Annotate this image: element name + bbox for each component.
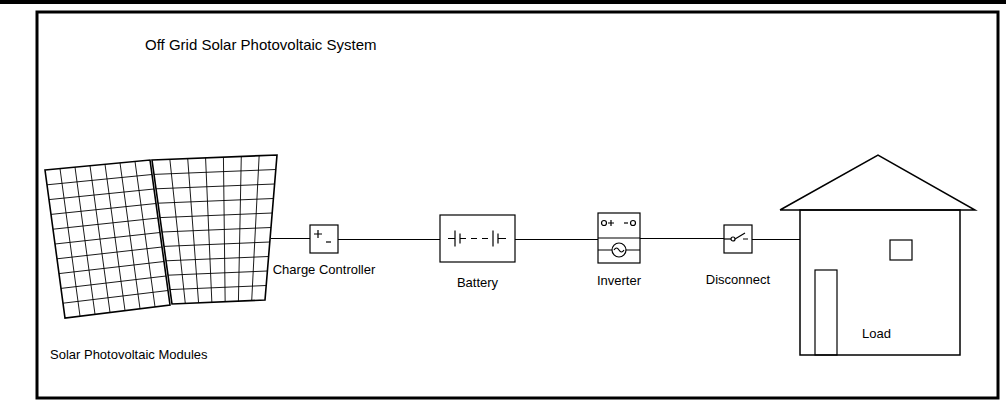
pv-grid-line [158, 199, 273, 204]
plus-sign [314, 230, 322, 238]
wire [271, 238, 310, 239]
pv-grid-line [51, 204, 156, 215]
inverter-divider [598, 237, 640, 238]
switch-lead [724, 238, 731, 239]
switch-blade [735, 233, 748, 239]
pv-grid-line [170, 286, 266, 290]
node-label: Inverter [597, 273, 641, 289]
pv-grid-line [164, 242, 270, 246]
house-body [800, 210, 960, 355]
node-label: Charge Controller [273, 262, 376, 278]
pv-grid-line [160, 213, 272, 218]
house-roof [780, 155, 975, 210]
pv-grid-line [49, 189, 154, 200]
battery-box [440, 215, 515, 262]
house-window [890, 240, 912, 260]
node-label: Battery [457, 275, 498, 291]
pv-grid-line [61, 276, 166, 288]
symbol-art [598, 213, 640, 263]
pv-grid-line [162, 228, 271, 233]
pv-grid-line [57, 247, 162, 259]
pv-grid-line [63, 291, 168, 304]
plus-sign [608, 220, 614, 226]
disconnect: Disconnect [724, 225, 752, 253]
outer-frame [37, 12, 998, 398]
minus-sign [624, 222, 628, 223]
node-label: Solar Photovoltaic Modules [50, 347, 208, 363]
house-load: Load [800, 210, 960, 355]
ac-wave [614, 248, 624, 252]
pv-panel [152, 155, 277, 304]
node-label: Load [862, 326, 891, 342]
dc-terminal [631, 221, 636, 226]
symbol-art [440, 215, 515, 262]
node-label: Disconnect [706, 272, 770, 288]
pv-modules: Solar Photovoltaic Modules [45, 155, 271, 320]
charge-controller: Charge Controller [310, 225, 338, 253]
wire [640, 238, 724, 239]
ac-leads [598, 249, 640, 250]
pv-grid-line [47, 175, 152, 185]
house-door [815, 270, 837, 355]
inverter-box [598, 213, 640, 263]
battery-cell-symbol [448, 231, 506, 247]
inverter: Inverter [598, 213, 640, 263]
pv-grid-line [156, 184, 275, 189]
pv-panel [45, 160, 170, 318]
minus-sign [326, 241, 331, 242]
ac-circle [612, 243, 626, 257]
symbol-art [724, 225, 752, 253]
pv-grid-line [168, 271, 267, 275]
wire [338, 239, 440, 240]
disconnect-box [724, 225, 752, 253]
pv-grid-line [55, 233, 160, 245]
pv-grid-line [166, 257, 269, 261]
symbol-art [310, 225, 338, 253]
diagram-title: Off Grid Solar Photovoltaic System [145, 36, 376, 53]
battery: Battery [440, 215, 515, 262]
wire [515, 239, 598, 240]
pv-grid-line [154, 170, 276, 175]
wire [752, 239, 800, 240]
pv-grid-line [59, 262, 164, 274]
top-rule [0, 0, 1006, 4]
controller-box [310, 225, 338, 253]
symbol-art [45, 155, 271, 320]
switch-contact [731, 237, 735, 241]
dc-terminal [602, 221, 607, 226]
pv-grid-line [53, 218, 158, 229]
